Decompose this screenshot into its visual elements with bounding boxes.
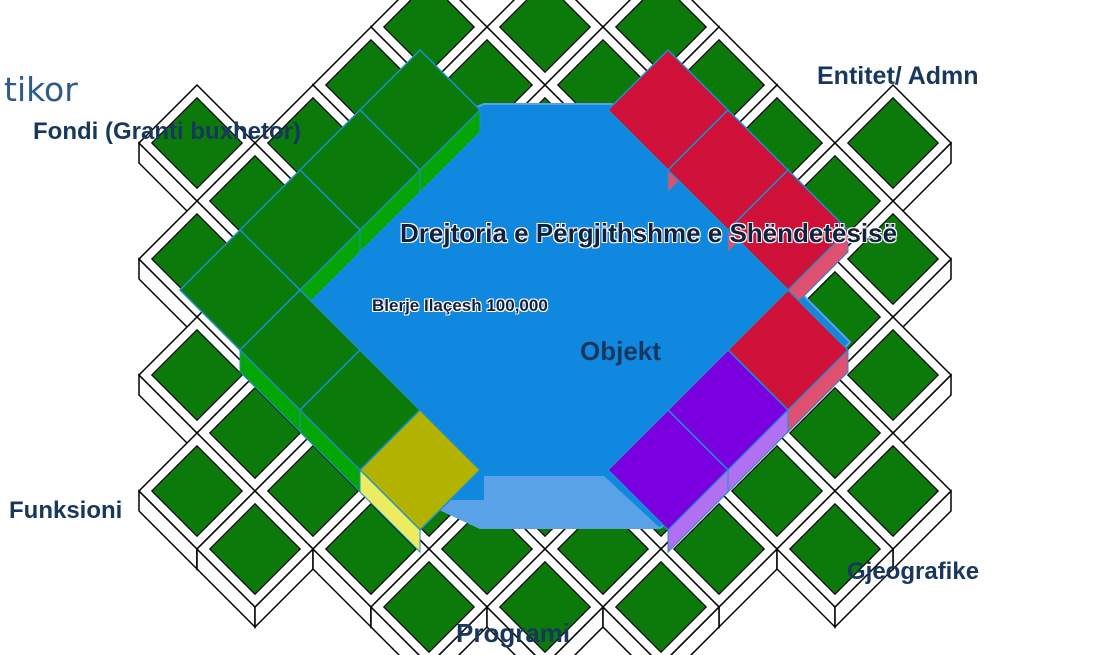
geo-block-2-side	[667, 468, 729, 554]
function-block-highlight-side	[359, 468, 421, 554]
grid-cube	[601, 547, 721, 655]
grid-cube-top	[150, 328, 244, 422]
grid-cube-top	[208, 386, 302, 480]
grid-cube-top	[730, 444, 824, 538]
grid-cube-top	[498, 0, 592, 74]
slide-title-fragment: tikor	[4, 70, 78, 109]
label-fondi: Fondi (Granti buxhetor)	[33, 118, 301, 145]
dimension-blocks	[178, 48, 850, 554]
label-programi: Programi	[456, 618, 571, 648]
grid-cube-top	[208, 502, 302, 596]
grid-cube-top	[846, 212, 940, 306]
label-blerje-ilacesh: Blerje Ilaçesh 100,000	[372, 296, 548, 315]
label-objekt: Objekt	[580, 336, 661, 366]
grid-cube-top	[788, 502, 882, 596]
grid-cube	[195, 489, 315, 629]
grid-cube-top	[846, 96, 940, 190]
grid-cube-top	[614, 560, 708, 654]
grid-cube-top	[150, 96, 244, 190]
label-gjeografike: Gjeografike	[847, 558, 980, 585]
grid-cube-top	[324, 502, 418, 596]
grid-cube-top	[382, 560, 476, 654]
label-entitet: Entitet/ Admn	[817, 62, 979, 90]
center-bottom-face	[420, 476, 660, 528]
grid-cube-top	[846, 328, 940, 422]
function-block-highlight	[358, 408, 482, 554]
grid-cube	[369, 547, 489, 655]
grid-cube-top	[672, 502, 766, 596]
label-funksioni: Funksioni	[9, 497, 123, 524]
grid-cube	[485, 547, 605, 655]
grid-cube-top	[788, 386, 882, 480]
grid-cube	[775, 489, 895, 629]
label-drejtoria: Drejtoria e Përgjithshme e Shëndetësisë	[400, 218, 898, 248]
grid-cube-top	[266, 444, 360, 538]
grid-cube-top	[498, 560, 592, 654]
grid-cube-top	[150, 444, 244, 538]
grid-cube-top	[846, 444, 940, 538]
geo-block-2	[606, 408, 730, 554]
entity-block-3	[726, 168, 850, 314]
